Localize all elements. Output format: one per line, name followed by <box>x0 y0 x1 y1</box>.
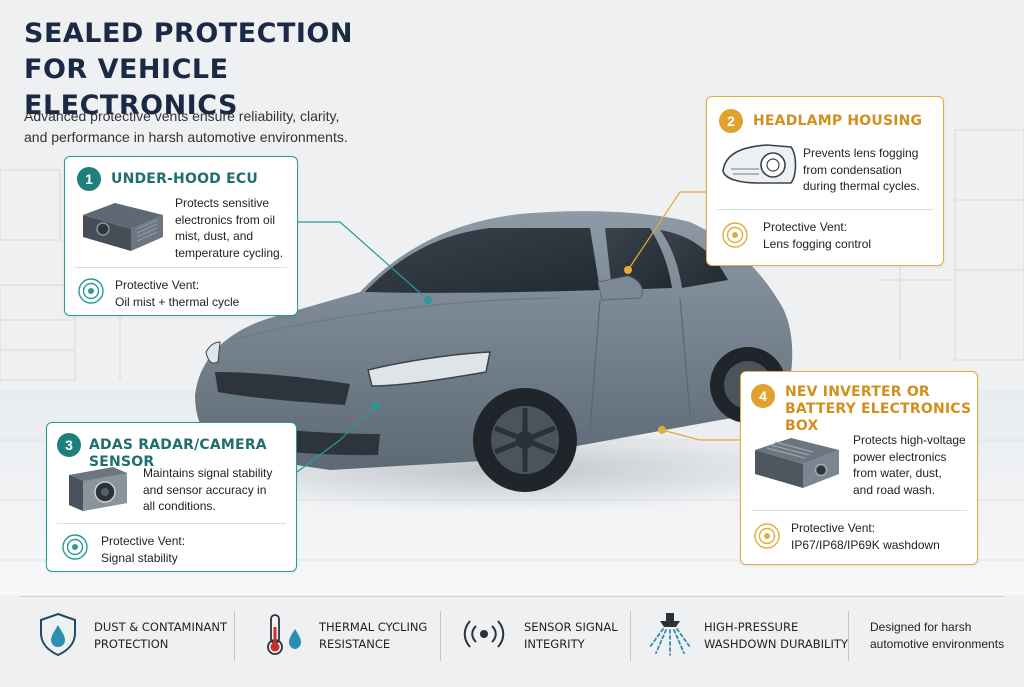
spray-nozzle-icon <box>649 613 691 656</box>
callout-description: Prevents lens fogging from condensation … <box>803 145 941 195</box>
feature-divider <box>848 611 849 661</box>
divider <box>751 510 967 511</box>
vent-info: Protective Vent: Oil mist + thermal cycl… <box>115 277 295 311</box>
vent-value: IP67/IP68/IP69K washdown <box>791 538 940 552</box>
subtitle-line-1: Advanced protective vents ensure reliabi… <box>24 108 340 124</box>
desc-line: temperature cycling. <box>175 245 284 260</box>
desc-line: Protects sensitive <box>175 196 270 210</box>
vent-value: Lens fogging control <box>763 237 872 251</box>
feature-line: THERMAL CYCLING <box>319 620 428 634</box>
feature-dust-protection: DUST & CONTAMINANT PROTECTION <box>20 597 235 673</box>
vent-label: Protective Vent: <box>115 278 200 292</box>
vent-info: Protective Vent: Lens fogging control <box>763 219 939 253</box>
subtitle-line-2: and performance in harsh automotive envi… <box>24 129 348 145</box>
feature-label: DUST & CONTAMINANT PROTECTION <box>94 619 244 653</box>
tagline-line: automotive environments <box>870 637 1005 651</box>
callout-leaders <box>296 191 740 473</box>
page-title: SEALED PROTECTION FOR VEHICLE ELECTRONIC… <box>24 16 444 124</box>
vent-label: Protective Vent: <box>763 220 848 234</box>
page-subtitle: Advanced protective vents ensure reliabi… <box>24 106 404 148</box>
ecu-module-icon <box>83 203 163 251</box>
vent-target-icon <box>754 523 780 549</box>
feature-thermal-cycling: THERMAL CYCLING RESISTANCE <box>235 597 440 673</box>
desc-line: from water, dust, <box>853 466 942 480</box>
vent-label: Protective Vent: <box>791 521 876 535</box>
callout-title: HEADLAMP HOUSING <box>753 113 923 129</box>
desc-line: from condensation <box>803 162 902 177</box>
divider <box>57 523 286 524</box>
callout-dots <box>372 266 666 434</box>
vent-target-icon <box>62 534 88 560</box>
vent-target-icon <box>78 278 104 304</box>
title-line-1: SEALED PROTECTION <box>24 18 353 49</box>
footer-tagline: Designed for harsh automotive environmen… <box>870 619 1010 653</box>
divider <box>75 267 287 268</box>
vent-target-icon <box>722 222 748 248</box>
feature-strip: DUST & CONTAMINANT PROTECTION THERMAL CY… <box>20 596 1004 672</box>
title-line-2: FOR VEHICLE ELECTRONICS <box>24 54 238 121</box>
desc-line: Protects high-voltage <box>853 433 966 447</box>
callout-number-badge: 4 <box>751 384 775 408</box>
callout-headlamp-housing: 2 HEADLAMP HOUSING Prevents lens fogging… <box>706 96 944 266</box>
callout-adas-sensor: 3 ADAS RADAR/CAMERA SENSOR Maintains sig… <box>46 422 297 572</box>
signal-waves-icon <box>463 620 505 648</box>
camera-sensor-icon <box>69 467 127 511</box>
feature-washdown: HIGH-PRESSURE WASHDOWN DURABILITY <box>630 597 848 673</box>
feature-divider <box>630 611 631 661</box>
callout-title: UNDER-HOOD ECU <box>111 171 258 187</box>
vent-label: Protective Vent: <box>101 534 186 548</box>
title-line: BATTERY ELECTRONICS BOX <box>785 401 972 434</box>
feature-line: INTEGRITY <box>524 637 585 651</box>
callout-description: Protects high-voltage power electronics … <box>853 432 975 498</box>
battery-box-icon <box>755 438 839 488</box>
feature-label: HIGH-PRESSURE WASHDOWN DURABILITY <box>704 619 854 653</box>
feature-line: HIGH-PRESSURE <box>704 620 799 634</box>
desc-line: Maintains signal stability <box>143 466 273 480</box>
divider <box>717 209 933 210</box>
vent-info: Protective Vent: IP67/IP68/IP69K washdow… <box>791 520 975 554</box>
vent-value: Oil mist + thermal cycle <box>115 295 240 309</box>
tagline-line: Designed for harsh <box>870 620 972 634</box>
vent-value: Signal stability <box>101 551 178 565</box>
desc-line: during thermal cycles. <box>803 179 920 193</box>
feature-label: SENSOR SIGNAL INTEGRITY <box>524 619 674 653</box>
title-line: NEV INVERTER OR <box>785 384 930 400</box>
callout-number-badge: 1 <box>77 167 101 191</box>
shield-drop-icon <box>40 612 76 657</box>
feature-line: SENSOR SIGNAL <box>524 620 618 634</box>
feature-sensor-signal: SENSOR SIGNAL INTEGRITY <box>440 597 630 673</box>
callout-number-badge: 2 <box>719 109 743 133</box>
feature-line: WASHDOWN DURABILITY <box>704 637 848 651</box>
callout-number-badge: 3 <box>57 433 81 457</box>
callout-title: ADAS RADAR/CAMERA SENSOR <box>89 437 267 470</box>
vent-info: Protective Vent: Signal stability <box>101 533 291 567</box>
desc-line: mist, dust, and <box>175 229 254 243</box>
callout-description: Maintains signal stability and sensor ac… <box>143 465 293 515</box>
desc-line: electronics from oil <box>175 212 276 227</box>
desc-line: power electronics <box>853 449 947 464</box>
desc-line: Prevents lens fogging <box>803 146 919 160</box>
feature-divider <box>234 611 235 661</box>
desc-line: all conditions. <box>143 499 216 513</box>
feature-line: PROTECTION <box>94 637 169 651</box>
feature-label: THERMAL CYCLING RESISTANCE <box>319 619 469 653</box>
callout-title: NEV INVERTER OR BATTERY ELECTRONICS BOX <box>785 384 977 435</box>
desc-line: and sensor accuracy in <box>143 482 267 497</box>
callout-nev-battery-box: 4 NEV INVERTER OR BATTERY ELECTRONICS BO… <box>740 371 978 565</box>
feature-line: RESISTANCE <box>319 637 391 651</box>
thermometer-drop-icon <box>267 614 301 655</box>
headlamp-icon <box>722 144 797 184</box>
callout-description: Protects sensitive electronics from oil … <box>175 195 295 261</box>
callout-under-hood-ecu: 1 UNDER-HOOD ECU Protects sensitive elec… <box>64 156 298 316</box>
desc-line: and road wash. <box>853 482 936 497</box>
feature-divider <box>440 611 441 661</box>
feature-line: DUST & CONTAMINANT <box>94 620 227 634</box>
